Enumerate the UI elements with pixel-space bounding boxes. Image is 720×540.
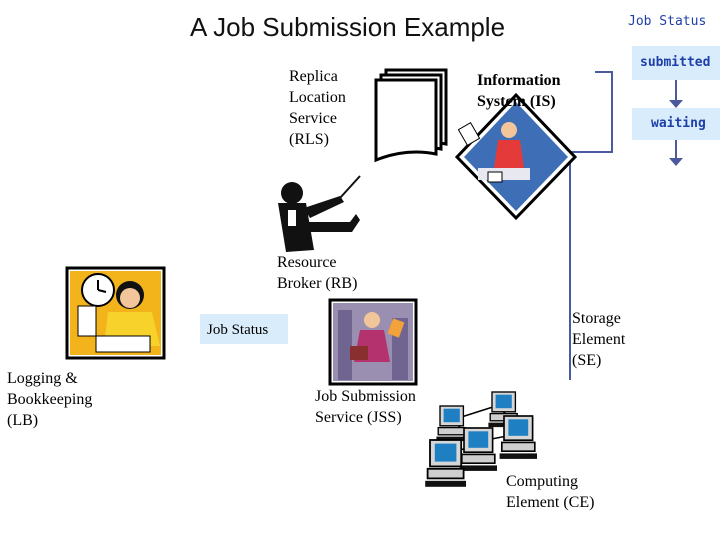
information-system-icon [454, 92, 578, 221]
status-submitted-box [632, 46, 720, 80]
status-waiting-box [632, 108, 720, 140]
rb-label: Resource Broker (RB) [277, 254, 358, 292]
job-status-box-label: Job Status [207, 322, 269, 338]
computer-icon [459, 427, 497, 471]
computer-group [425, 391, 537, 487]
resource-broker-conductor-icon [278, 175, 361, 252]
computer-icon [499, 415, 537, 459]
rls-documents-icon [374, 68, 448, 163]
job-status-heading: Job Status [628, 14, 707, 29]
computer-icon [425, 439, 466, 487]
computer-icon [436, 405, 467, 442]
status-waiting-label: waiting [651, 116, 706, 131]
se-label: Storage Element (SE) [572, 310, 626, 369]
status-arrowhead-2-icon [669, 158, 683, 166]
status-submitted-label: submitted [640, 55, 711, 70]
job-status-flow [632, 46, 720, 166]
is-label: Information System (IS) [477, 72, 561, 110]
ce-label: Computing Element (CE) [506, 473, 595, 511]
lb-label: Logging & Bookkeeping (LB) [7, 370, 93, 429]
job-submission-service-icon [328, 298, 418, 386]
logging-bookkeeping-icon [65, 266, 166, 360]
is-connector-line [569, 71, 613, 380]
page-title: A Job Submission Example [190, 12, 506, 42]
rls-label: Replica Location Service (RLS) [289, 68, 346, 148]
status-arrowhead-1-icon [669, 100, 683, 108]
job-status-box [200, 314, 288, 344]
jss-label: Job Submission Service (JSS) [315, 388, 416, 426]
